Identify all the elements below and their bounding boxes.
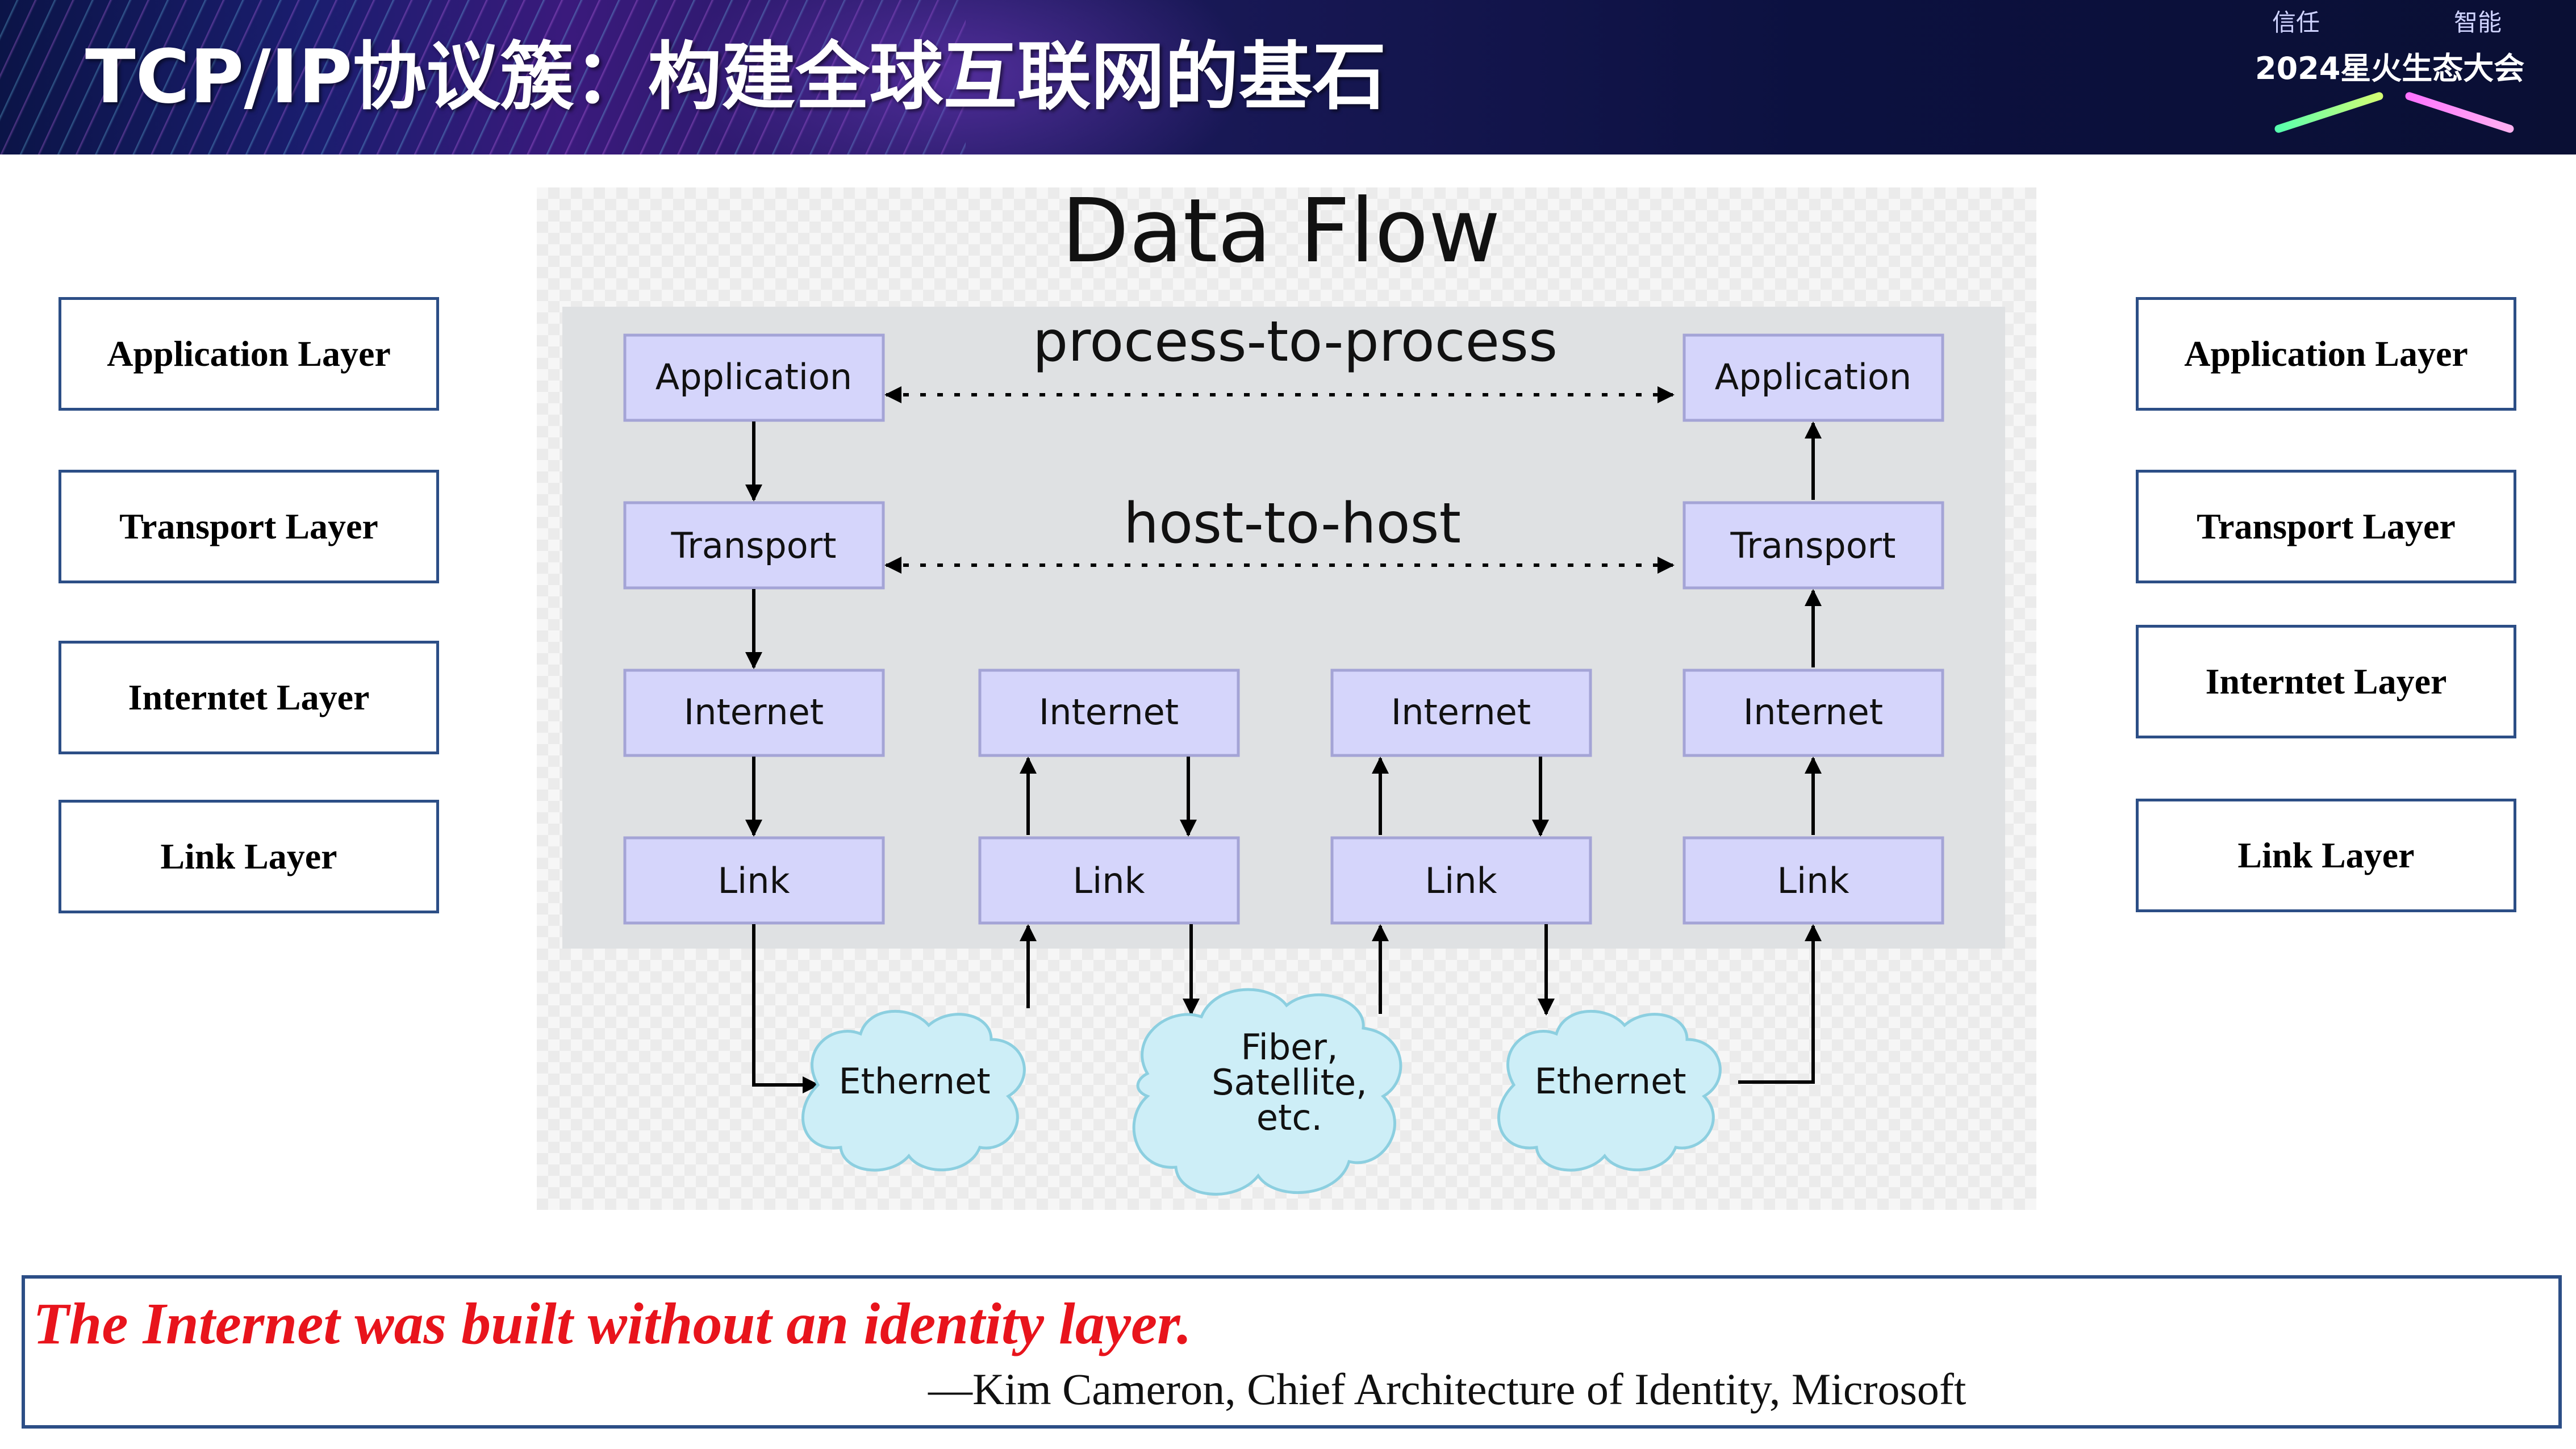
router2-internet-node: Internet [1330, 669, 1592, 757]
logo-text-intelligence: 智能 [2454, 9, 2502, 36]
conference-logo: 信任 智能 2024星火生态大会 [2232, 3, 2550, 151]
receiver-stack: Application Transport Internet Link [1682, 333, 1944, 1084]
right-transport-layer-box: Transport Layer [2136, 470, 2516, 583]
diagram-title: Data Flow [1061, 187, 1500, 282]
header-banner: TCP/IP协议簇：构建全球互联网的基石 信任 智能 2024星火生态大会 [0, 0, 2576, 154]
sender-link-label: Link [718, 860, 790, 901]
router1-stack: Internet Link [978, 669, 1240, 1016]
right-internet-layer-box: Interntet Layer [2136, 625, 2516, 738]
router2-link-label: Link [1425, 860, 1497, 901]
sender-transport-node: Transport [623, 501, 885, 590]
left-internet-layer-box: Interntet Layer [59, 641, 439, 754]
left-transport-layer-box: Transport Layer [59, 470, 439, 583]
page-title: TCP/IP协议簇：构建全球互联网的基石 [85, 34, 1387, 120]
ethernet-cloud-1: Ethernet [801, 1009, 1026, 1172]
router2-link-node: Link [1330, 836, 1592, 925]
satellite-label: Satellite, [1212, 1062, 1367, 1103]
ethernet-cloud-2: Ethernet [1497, 1009, 1722, 1172]
right-link-layer-box: Link Layer [2136, 799, 2516, 912]
fiber-label: Fiber, [1241, 1026, 1338, 1068]
router1-link-node: Link [978, 836, 1240, 925]
receiver-internet-label: Internet [1743, 691, 1883, 733]
ethernet2-to-receiver-arrow [1738, 924, 1822, 1084]
router1-link-label: Link [1073, 860, 1145, 901]
router2-stack: Internet Link [1330, 669, 1592, 1016]
receiver-internet-node: Internet [1682, 669, 1944, 757]
ethernet-1-label: Ethernet [838, 1060, 990, 1102]
ethernet-2-label: Ethernet [1534, 1060, 1686, 1102]
left-application-layer-box: Application Layer [59, 297, 439, 411]
sender-internet-node: Internet [623, 669, 885, 757]
logo-title: 2024星火生态大会 [2255, 51, 2525, 86]
receiver-link-label: Link [1777, 860, 1849, 901]
receiver-transport-node: Transport [1682, 501, 1944, 590]
receiver-link-node: Link [1682, 836, 1944, 925]
sender-link-node: Link [623, 836, 885, 925]
receiver-transport-label: Transport [1730, 525, 1896, 566]
data-flow-svg: Data Flow process-to-process host-to-hos… [562, 187, 2005, 1196]
logo-pink-beam [2404, 91, 2515, 134]
identity-quote: The Internet was built without an identi… [33, 1291, 1192, 1356]
sender-link-to-ethernet-arrow [752, 924, 820, 1093]
right-application-layer-box: Application Layer [2136, 297, 2516, 411]
logo-text-trust: 信任 [2272, 9, 2320, 36]
sender-application-label: Application [656, 356, 852, 398]
sender-application-node: Application [623, 333, 885, 422]
logo-green-beam [2273, 91, 2385, 134]
etc-label: etc. [1256, 1097, 1322, 1138]
fiber-satellite-cloud: Fiber, Satellite, etc. [1132, 988, 1402, 1196]
receiver-application-label: Application [1715, 356, 1911, 398]
host-to-host-label: host-to-host [1124, 491, 1461, 556]
router2-internet-label: Internet [1391, 691, 1531, 733]
sender-internet-label: Internet [684, 691, 824, 733]
router1-internet-label: Internet [1039, 691, 1179, 733]
quote-box: The Internet was built without an identi… [22, 1275, 2562, 1429]
data-flow-diagram: Data Flow process-to-process host-to-hos… [537, 187, 2036, 1210]
receiver-application-node: Application [1682, 333, 1944, 422]
quote-attribution: —Kim Cameron, Chief Architecture of Iden… [928, 1364, 1967, 1414]
left-link-layer-box: Link Layer [59, 800, 439, 913]
process-to-process-label: process-to-process [1033, 310, 1558, 374]
sender-transport-label: Transport [671, 525, 837, 566]
router1-internet-node: Internet [978, 669, 1240, 757]
sender-stack: Application Transport Internet Link [623, 333, 885, 1093]
header-glow [682, 0, 1250, 154]
